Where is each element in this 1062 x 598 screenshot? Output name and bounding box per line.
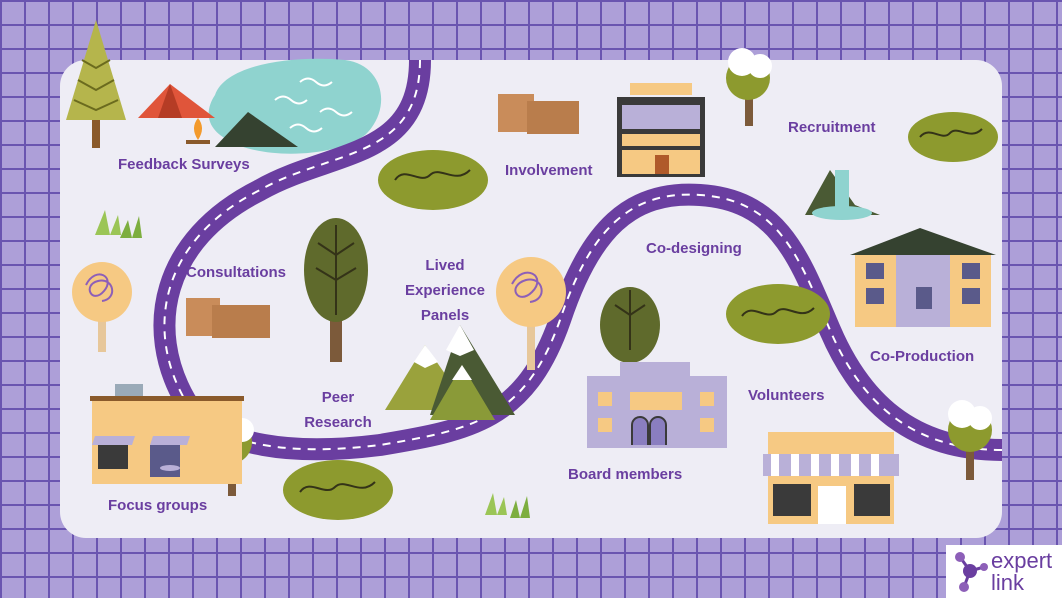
logo-word-expert: expert (991, 548, 1053, 573)
leaf-tree-icon (600, 287, 660, 363)
rock-icon (498, 94, 579, 134)
tent-icon (215, 112, 298, 147)
rock-icon (186, 298, 270, 338)
shop-icon (763, 432, 899, 524)
label-lived-line1: Lived (425, 257, 465, 274)
blossom-tree-icon (948, 400, 992, 480)
bush-icon (283, 460, 393, 520)
manor-house-icon (850, 228, 996, 327)
logo-word-link: link (991, 570, 1025, 595)
bush-icon (378, 150, 488, 210)
bush-icon (726, 284, 830, 344)
expert-link-logo: expert link (946, 545, 1062, 598)
label-peer-research: Peer Research (294, 388, 382, 433)
blossom-tree-icon (726, 48, 772, 126)
label-involvement: Involvement (505, 162, 593, 179)
town-hall-icon (587, 362, 727, 448)
round-tree-icon (496, 257, 566, 370)
round-tree-icon (72, 262, 132, 352)
label-lived-line3: Panels (420, 307, 470, 324)
label-co-production: Co-Production (870, 348, 975, 365)
label-peer-line2: Research (304, 414, 372, 431)
label-board-members: Board members (568, 466, 683, 483)
tent-icon (138, 84, 215, 118)
grass-icon (95, 210, 142, 238)
label-recruitment: Recruitment (788, 119, 876, 136)
campfire-icon (186, 118, 210, 144)
label-feedback-surveys: Feedback Surveys (118, 156, 250, 173)
label-co-designing: Co-designing (646, 240, 742, 257)
molecule-icon (955, 552, 988, 592)
leaf-tree-icon (304, 218, 368, 362)
label-consultations: Consultations (186, 264, 286, 281)
office-building-icon (617, 83, 705, 177)
bush-icon (908, 112, 998, 162)
label-lived-experience-panels: Lived Experience Panels (395, 256, 495, 326)
cafe-icon (90, 384, 244, 484)
label-lived-line2: Experience (404, 282, 486, 299)
grass-icon (485, 493, 530, 518)
label-focus-groups: Focus groups (108, 497, 208, 514)
waterfall-icon (805, 170, 880, 220)
pine-tree-icon (66, 20, 126, 148)
label-peer-line1: Peer (321, 389, 355, 406)
mountains-icon (385, 325, 515, 420)
label-volunteers: Volunteers (748, 387, 825, 404)
